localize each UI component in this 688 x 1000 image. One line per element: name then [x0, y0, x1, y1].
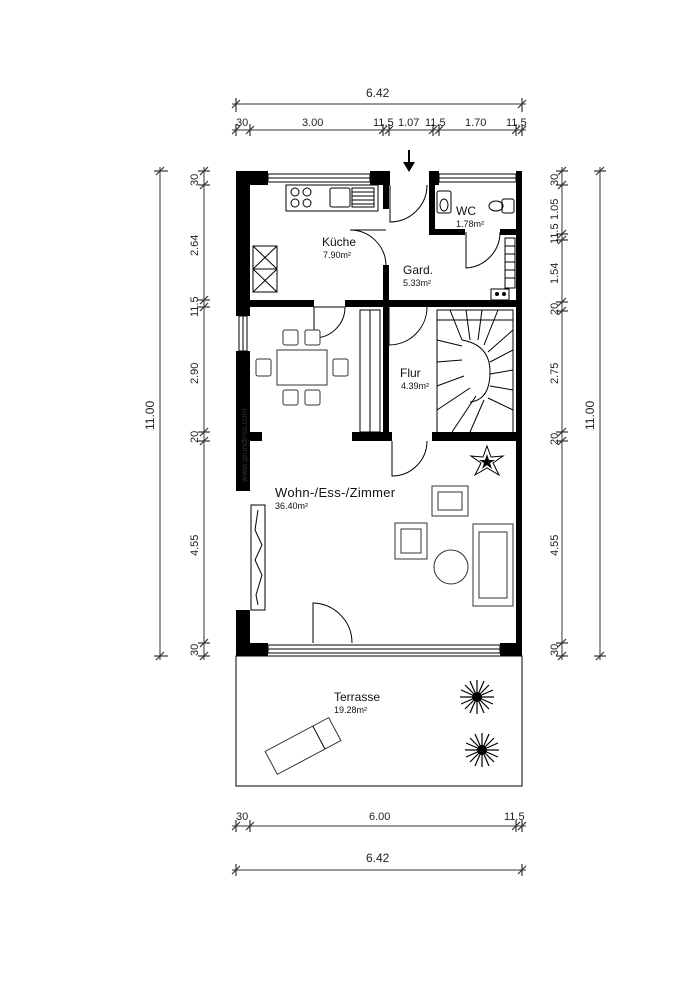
terrace: [235, 655, 523, 787]
dining-table: [255, 329, 349, 406]
bottom-dim-2: 11.5: [504, 811, 525, 823]
right-dim-0: 30: [549, 174, 561, 186]
right-dim-5: 2.75: [549, 363, 561, 384]
right-dimensions: 30 1.05 11.5 1.54 20 2.75 20 4.55 30 11.…: [549, 166, 606, 661]
watermark: www.grundriss.com: [239, 408, 249, 483]
staircase: [436, 288, 514, 433]
top-dim-3: 1.07: [398, 117, 419, 129]
right-dim-4: 20: [549, 303, 561, 315]
left-dim-6: 30: [189, 644, 201, 656]
room-terrasse-name: Terrasse: [334, 690, 380, 704]
living-furniture: [250, 485, 514, 611]
room-kueche-name: Küche: [322, 235, 356, 249]
bottom-dim-1: 6.00: [369, 811, 390, 823]
right-dim-1: 1.05: [549, 199, 561, 220]
left-dim-2: 11.5: [189, 296, 201, 317]
left-dim-4: 20: [189, 431, 201, 443]
room-wohnen-name: Wohn-/Ess-/Zimmer: [275, 485, 396, 500]
wc-fixtures: [436, 190, 515, 214]
room-flur-area: 4.39m²: [401, 381, 429, 391]
top-total-dimension: 6.42: [366, 86, 390, 100]
right-total-dimension: 11.00: [583, 401, 597, 430]
left-dim-0: 30: [189, 174, 201, 186]
room-gard-name: Gard.: [403, 263, 433, 277]
room-kueche-area: 7.90m²: [323, 250, 351, 260]
room-wc-area: 1.78m²: [456, 219, 484, 229]
top-dimensions: 6.42 30 3.00 11.5 1.07 11.5 1.70 11.5: [231, 86, 527, 136]
windows: [238, 173, 517, 654]
top-dim-2: 11.5: [373, 117, 394, 129]
room-gard-area: 5.33m²: [403, 278, 431, 288]
right-dim-3: 1.54: [549, 263, 561, 284]
top-dim-6: 11.5: [506, 117, 527, 129]
right-dim-8: 30: [549, 644, 561, 656]
room-wohnen-area: 36.40m²: [275, 501, 308, 511]
top-dim-1: 3.00: [302, 117, 323, 129]
bottom-total-dimension: 6.42: [366, 851, 390, 865]
left-dimensions: 11.00 30 2.64 11.5 2.90 20 4.55 30: [143, 166, 210, 661]
bottom-dimensions: 30 6.00 11.5 6.42: [231, 811, 527, 876]
top-dim-4: 11.5: [425, 117, 446, 129]
doors: [312, 184, 516, 644]
entrance-arrow-icon: [403, 150, 415, 172]
right-dim-6: 20: [549, 433, 561, 445]
left-dim-1: 2.64: [189, 235, 201, 256]
walls: [236, 171, 522, 656]
bottom-dim-0: 30: [236, 811, 248, 823]
room-terrasse-area: 19.28m²: [334, 705, 367, 715]
right-dim-2: 11.5: [549, 223, 561, 244]
left-dim-5: 4.55: [189, 535, 201, 556]
kitchen-fixtures: [252, 184, 379, 293]
left-total-dimension: 11.00: [143, 401, 157, 430]
top-dim-5: 1.70: [465, 117, 486, 129]
plant-icon: [469, 444, 505, 477]
right-dim-7: 4.55: [549, 535, 561, 556]
left-dim-3: 2.90: [189, 363, 201, 384]
top-dim-0: 30: [236, 117, 248, 129]
room-wc-name: WC: [456, 204, 476, 218]
plant-icon: [460, 680, 494, 714]
plant-icon: [465, 733, 499, 767]
room-flur-name: Flur: [400, 366, 421, 380]
